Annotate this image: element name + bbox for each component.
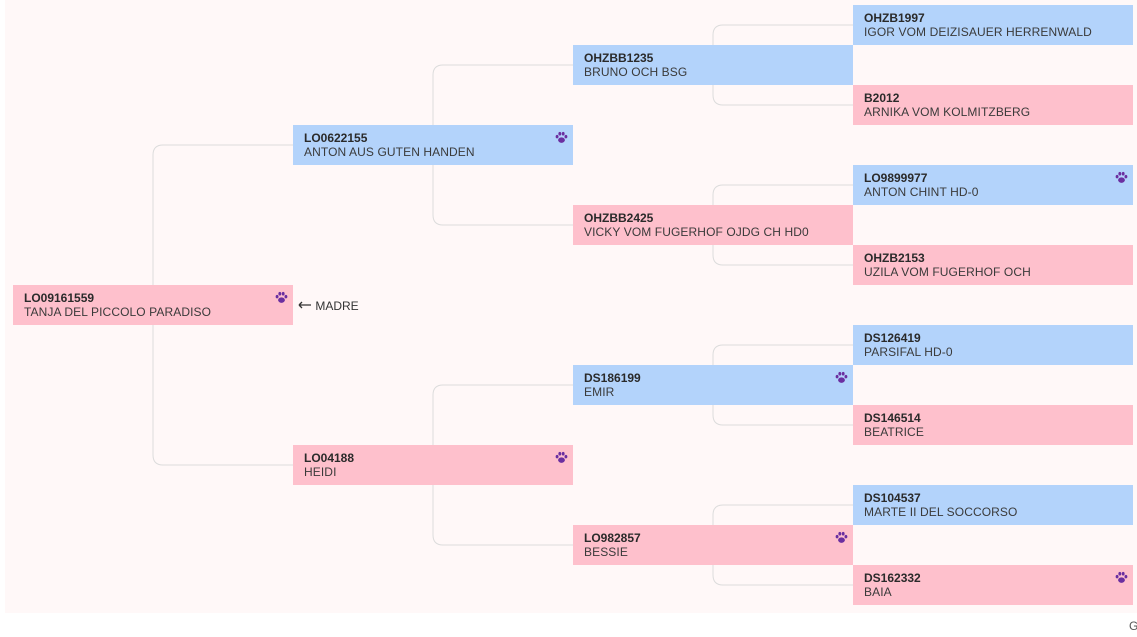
dog-name: VICKY VOM FUGERHOF OJDG CH HD0: [584, 225, 809, 239]
registration-number: LO04188: [304, 451, 355, 465]
dog-name: BRUNO OCH BSG: [584, 65, 688, 79]
registration-number: DS186199: [584, 371, 641, 385]
dog-name: EMIR: [584, 385, 615, 399]
registration-number: DS162332: [864, 571, 921, 585]
pedigree-node-gen3[interactable]: B2012 ARNIKA VOM KOLMITZBERG: [853, 85, 1133, 125]
pedigree-node-gen3[interactable]: DS162332 BAIA: [853, 565, 1133, 605]
pedigree-node-gen3[interactable]: OHZB2153 UZILA VOM FUGERHOF OCH: [853, 245, 1133, 285]
paw-icon: [1115, 571, 1128, 583]
arrow-left-icon: [298, 301, 311, 309]
dog-name: BESSIE: [584, 545, 628, 559]
paw-icon: [555, 451, 568, 463]
pedigree-node-gen3[interactable]: LO9899977 ANTON CHINT HD-0: [853, 165, 1133, 205]
paw-icon: [1115, 171, 1128, 183]
registration-number: DS104537: [864, 491, 921, 505]
pedigree-node-gen2[interactable]: OHZBB2425 VICKY VOM FUGERHOF OJDG CH HD0: [573, 205, 853, 245]
paw-icon: [835, 371, 848, 383]
mother-label-text: MADRE: [315, 299, 359, 313]
dog-name: IGOR VOM DEIZISAUER HERRENWALD: [864, 25, 1092, 39]
dog-name: ANTON AUS GUTEN HANDEN: [304, 145, 475, 159]
pedigree-node-dam[interactable]: LO04188 HEIDI: [293, 445, 573, 485]
dog-name: BAIA: [864, 585, 892, 599]
mother-label: MADRE: [298, 299, 359, 313]
paw-icon: [275, 291, 288, 303]
registration-number: LO9899977: [864, 171, 928, 185]
pedigree-node-gen3[interactable]: DS126419 PARSIFAL HD-0: [853, 325, 1133, 365]
pedigree-node-gen2[interactable]: LO982857 BESSIE: [573, 525, 853, 565]
dog-name: HEIDI: [304, 465, 337, 479]
registration-number: OHZBB2425: [584, 211, 654, 225]
registration-number: OHZB2153: [864, 251, 925, 265]
dog-name: MARTE II DEL SOCCORSO: [864, 505, 1018, 519]
dog-name: TANJA DEL PICCOLO PARADISO: [24, 305, 212, 319]
registration-number: LO982857: [584, 531, 641, 545]
pedigree-tree: LO09161559 TANJA DEL PICCOLO PARADISO LO…: [5, 0, 1137, 613]
registration-number: DS126419: [864, 331, 921, 345]
dog-name: ARNIKA VOM KOLMITZBERG: [864, 105, 1031, 119]
registration-number: OHZBB1235: [584, 51, 654, 65]
dog-name: UZILA VOM FUGERHOF OCH: [864, 265, 1031, 279]
registration-number: DS146514: [864, 411, 921, 425]
registration-number: B2012: [864, 91, 900, 105]
pedigree-node-gen2[interactable]: DS186199 EMIR: [573, 365, 853, 405]
registration-number: LO09161559: [24, 291, 95, 305]
pedigree-node-sire[interactable]: LO0622155 ANTON AUS GUTEN HANDEN: [293, 125, 573, 165]
paw-icon: [555, 131, 568, 143]
pedigree-node-root[interactable]: LO09161559 TANJA DEL PICCOLO PARADISO: [13, 285, 293, 325]
paw-icon: [835, 531, 848, 543]
pedigree-node-gen3[interactable]: DS104537 MARTE II DEL SOCCORSO: [853, 485, 1133, 525]
dog-name: BEATRICE: [864, 425, 924, 439]
pedigree-node-gen2[interactable]: OHZBB1235 BRUNO OCH BSG: [573, 45, 853, 85]
registration-number: LO0622155: [304, 131, 368, 145]
dog-name: PARSIFAL HD-0: [864, 345, 953, 359]
pedigree-node-gen3[interactable]: OHZB1997 IGOR VOM DEIZISAUER HERRENWALD: [853, 5, 1133, 45]
pedigree-node-gen3[interactable]: DS146514 BEATRICE: [853, 405, 1133, 445]
corner-text: G: [1129, 619, 1137, 633]
registration-number: OHZB1997: [864, 11, 925, 25]
dog-name: ANTON CHINT HD-0: [864, 185, 979, 199]
